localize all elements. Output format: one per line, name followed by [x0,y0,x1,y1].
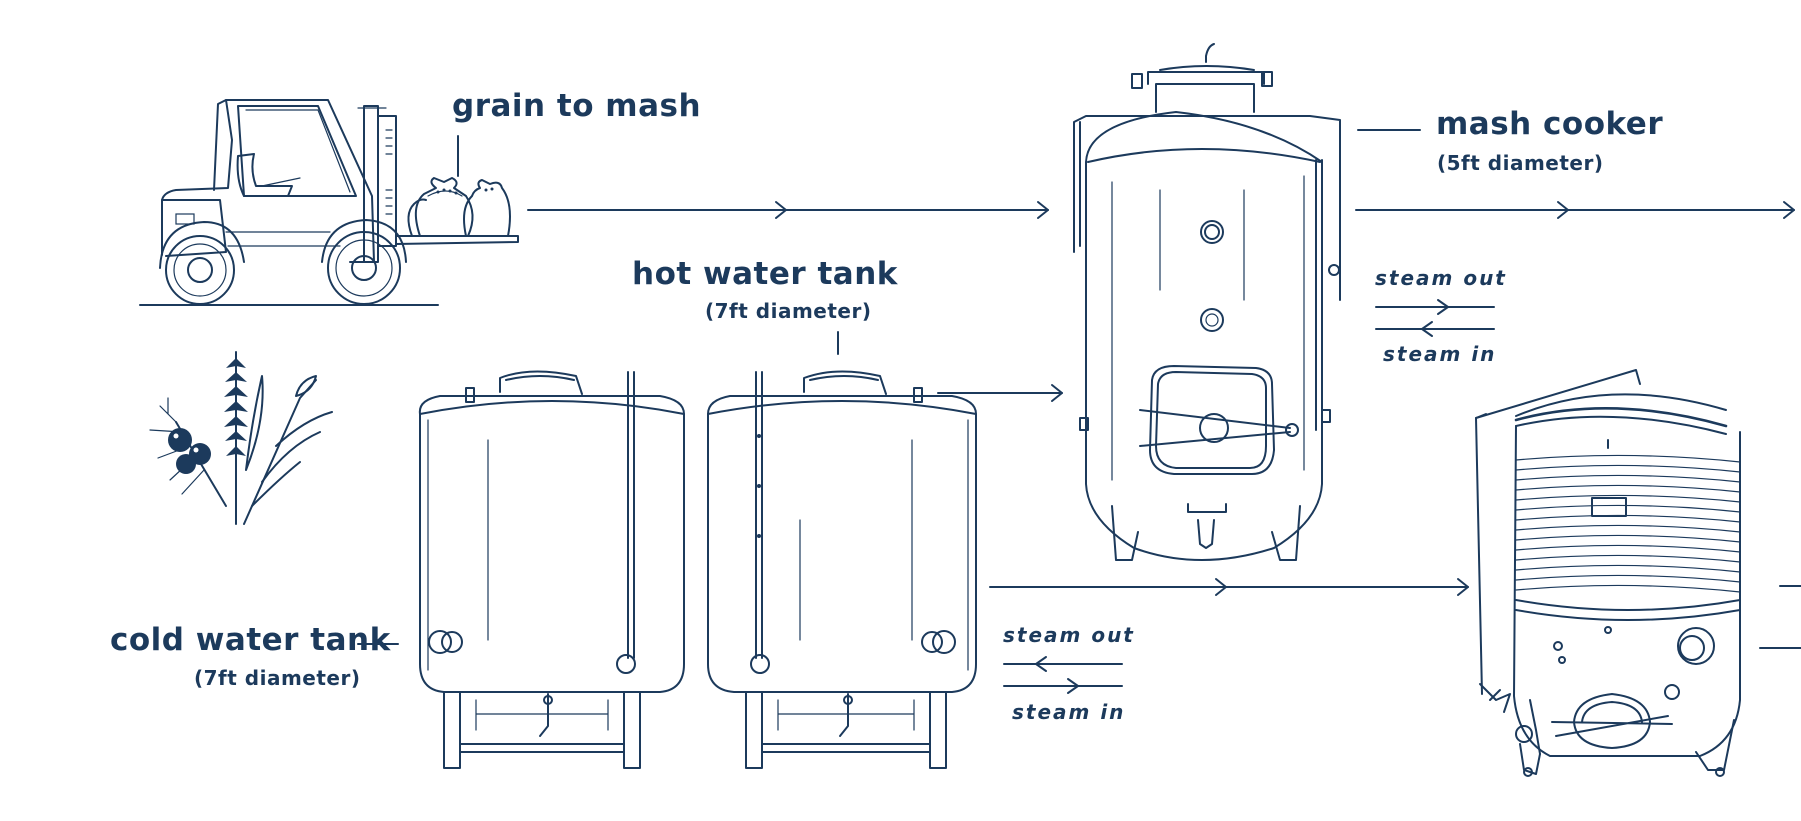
forklift-icon [139,99,519,306]
grain-to-mash-label: grain to mash [452,88,702,124]
grain-sacks-icon [407,177,511,237]
mash-cooker-diameter-label: (5ft diameter) [1437,151,1604,175]
hot-water-tank-label: hot water tank [632,256,898,292]
tank-steam-out-label: steam out [1003,623,1135,647]
tank-steam-in-label: steam in [1012,700,1126,724]
cold-water-tank-label: cold water tank [110,622,391,658]
cold-water-tank-diameter-label: (7ft diameter) [194,666,361,690]
mash-steam-out-label: steam out [1375,266,1507,290]
cold-water-tank-icon [418,370,685,769]
arrow-icon [527,201,1795,694]
mash-cooker-icon [1073,43,1341,561]
fermenter-tank-icon [1475,369,1741,777]
mash-steam-in-label: steam in [1383,342,1497,366]
botanicals-icon [149,351,333,525]
hot-water-tank-diameter-label: (7ft diameter) [705,299,872,323]
mash-cooker-label: mash cooker [1436,106,1664,142]
hot-water-tank-icon [707,370,977,769]
